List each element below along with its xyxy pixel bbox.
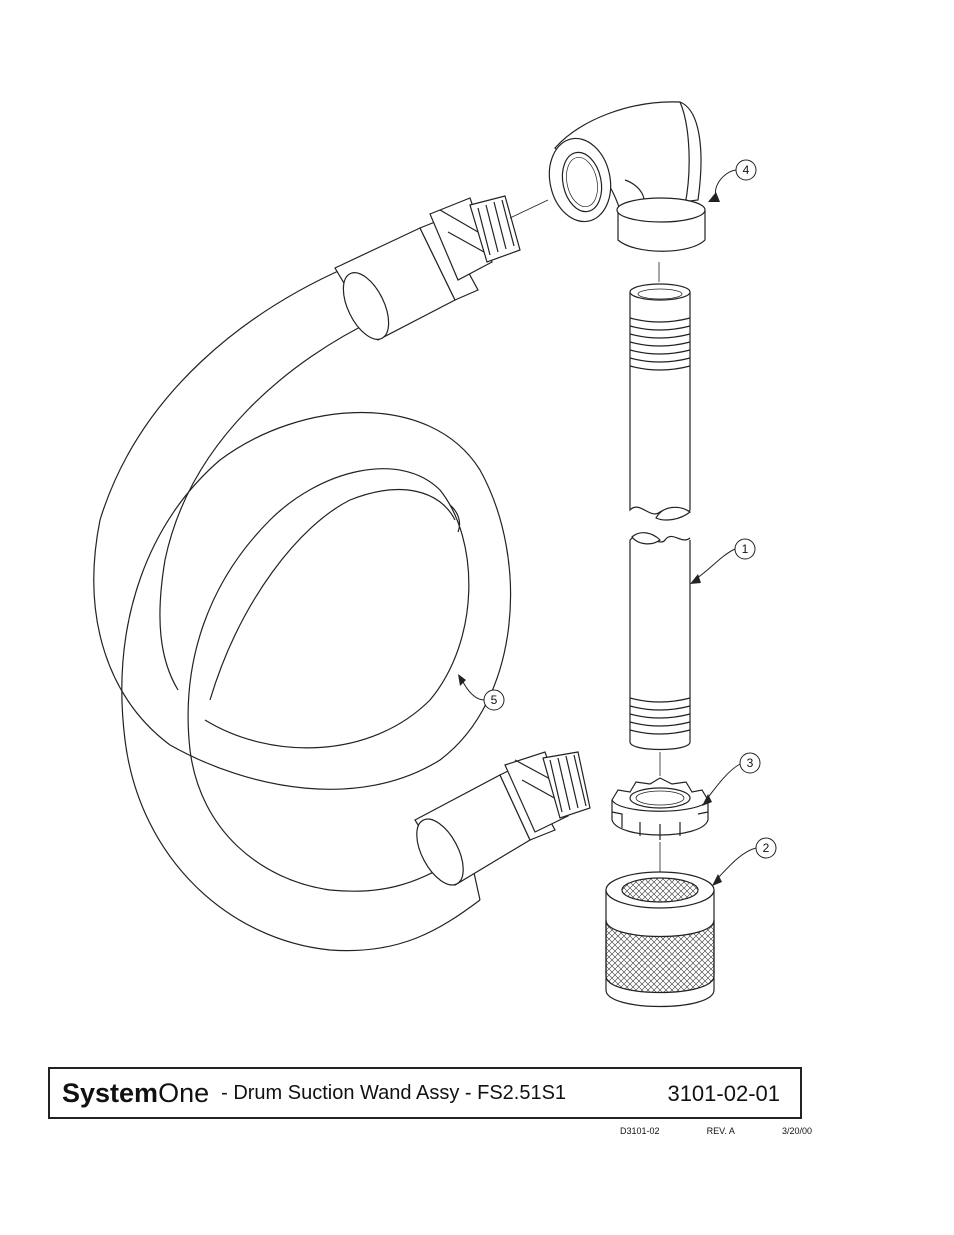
callout-3: 3 — [702, 752, 761, 806]
brand-bold-text: System — [62, 1077, 159, 1108]
callout-label-3: 3 — [747, 756, 754, 770]
elbow-fitting-icon — [548, 101, 706, 252]
lock-nut-icon — [611, 777, 709, 840]
revision-date: 3/20/00 — [781, 1126, 812, 1136]
revision-label: REV. A — [706, 1126, 735, 1136]
title-block: SystemOne - Drum Suction Wand Assy - FS2… — [48, 1067, 802, 1119]
exploded-assembly-drawing: 4 1 3 2 5 — [93, 101, 777, 1008]
brand-light-text: One — [158, 1077, 210, 1108]
drawing-id: D3101-02 — [620, 1126, 660, 1136]
callout-5: 5 — [458, 674, 505, 711]
callout-2: 2 — [712, 837, 777, 886]
alignment-line-elbow-hose — [509, 199, 549, 219]
brand-logo: SystemOne — [62, 1078, 209, 1109]
callout-label-1: 1 — [742, 542, 749, 556]
document-number: 3101-02-01 — [667, 1081, 780, 1106]
callout-1: 1 — [690, 538, 756, 584]
callout-label-4: 4 — [743, 163, 750, 177]
revision-line: D3101-02 REV. A 3/20/00 — [620, 1126, 812, 1140]
hose-fitting-top-icon — [334, 195, 521, 341]
callout-label-5: 5 — [491, 693, 498, 707]
strainer-icon — [605, 871, 715, 1008]
pipe-nipple-icon — [629, 283, 692, 751]
callout-4: 4 — [708, 159, 757, 202]
drawing-title: - Drum Suction Wand Assy - FS2.51S1 — [221, 1081, 567, 1104]
callout-label-2: 2 — [763, 841, 770, 855]
hose-fitting-bottom-icon — [414, 751, 591, 886]
hose-icon — [93, 267, 512, 952]
